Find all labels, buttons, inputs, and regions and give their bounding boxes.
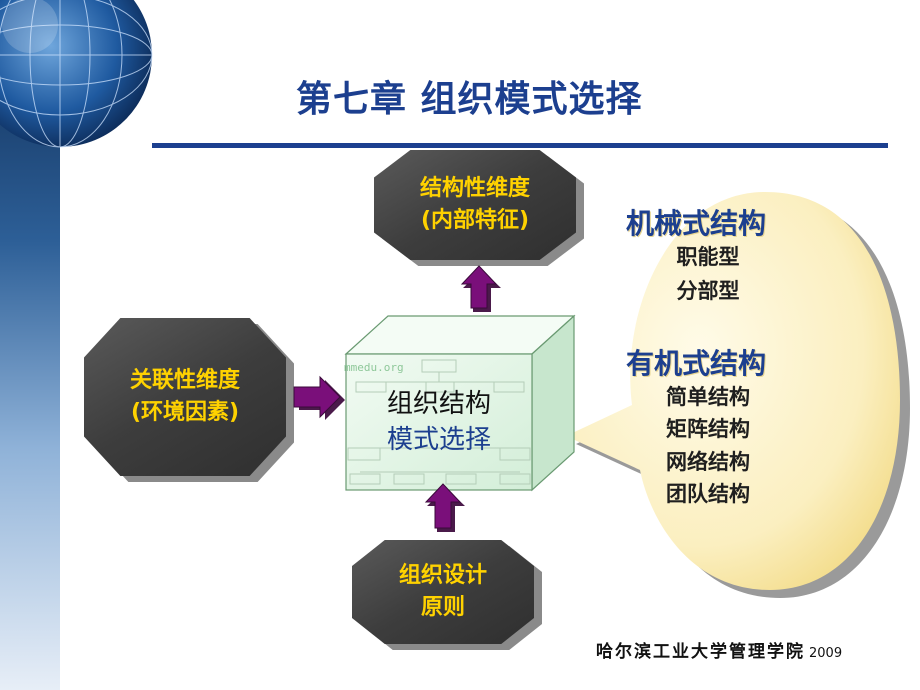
contextual-dimension-line2: (环境因素) (130, 400, 240, 425)
globe-icon (0, 0, 160, 150)
slide-title: 第七章 组织模式选择 (296, 79, 643, 120)
center-cube (344, 314, 576, 492)
bubble-item-network: 网络结构 (666, 450, 750, 474)
bubble-item-divisional: 分部型 (676, 279, 740, 303)
contextual-dimension-box: 关联性维度 (环境因素) (84, 318, 286, 476)
cube-watermark: mmedu.org (344, 361, 404, 374)
bubble-item-functional: 职能型 (676, 245, 740, 269)
cube-label: 组织结构 模式选择 (346, 386, 532, 458)
structural-dimension-line1: 结构性维度 (419, 176, 530, 201)
bubble-item-team: 团队结构 (666, 482, 750, 506)
bubble-item-matrix: 矩阵结构 (666, 417, 750, 441)
up-arrow-top (460, 265, 501, 312)
organic-structure-title: 有机式结构 (626, 347, 767, 380)
cube-label-line1: 组织结构 (386, 389, 491, 419)
contextual-dimension-line1: 关联性维度 (129, 368, 240, 393)
design-principles-box: 组织设计 原则 (352, 540, 534, 644)
structural-dimension-box: 结构性维度 (内部特征) (374, 150, 576, 260)
design-principles-line2: 原则 (420, 595, 465, 620)
mechanical-structure-title: 机械式结构 (626, 207, 767, 240)
title-underline (152, 143, 888, 148)
speech-bubble (566, 192, 910, 598)
footer-school: 哈尔滨工业大学管理学院 (596, 642, 805, 662)
structural-dimension-line2: (内部特征) (420, 208, 530, 233)
design-principles-line1: 组织设计 (398, 563, 487, 588)
footer-year: 2009 (809, 646, 843, 661)
bubble-item-simple: 简单结构 (666, 385, 750, 409)
up-arrow-bottom (424, 483, 465, 532)
footer: 哈尔滨工业大学管理学院 2009 (596, 637, 842, 662)
cube-label-line2: 模式选择 (386, 425, 491, 455)
right-arrow-left (293, 375, 345, 420)
